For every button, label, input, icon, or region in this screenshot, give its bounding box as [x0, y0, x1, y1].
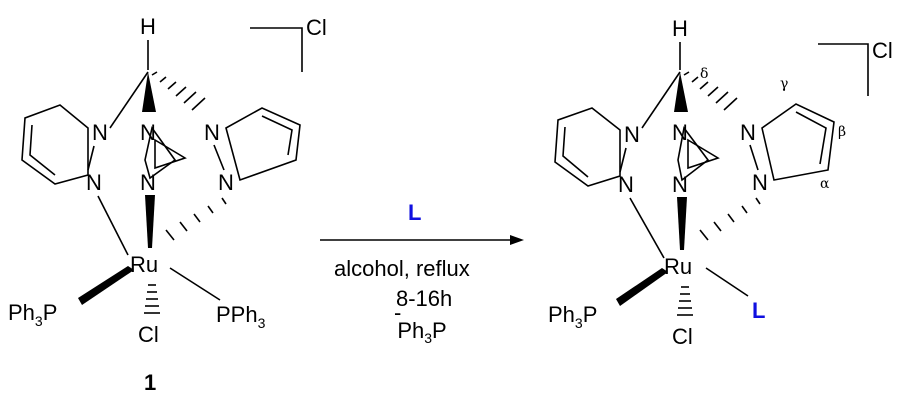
left-c-n-bond — [109, 71, 149, 129]
right-ring1-n1: N — [624, 122, 640, 147]
greek-gamma: γ — [780, 76, 788, 92]
left-hash-n-ru — [165, 197, 227, 241]
left-wedge-p-ru — [78, 266, 134, 305]
right-pyrazole-center — [677, 126, 710, 182]
right-n-ru-bond — [629, 197, 665, 259]
right-ring3-n2: N — [752, 170, 768, 195]
left-bracket — [250, 27, 303, 72]
left-pyrazole-left — [21, 104, 89, 185]
right-hash-ru-cl — [677, 286, 693, 316]
right-ring1-n2: N — [618, 172, 634, 197]
left-pyrazole-center — [144, 126, 177, 180]
right-cl-atom: Cl — [672, 324, 693, 349]
left-ring3-n1: N — [204, 120, 220, 145]
left-h-atom: H — [140, 14, 156, 39]
right-ring3-n1: N — [740, 120, 756, 145]
left-wedge-n-ru — [145, 195, 155, 248]
right-ru-l-bond — [705, 267, 749, 297]
reaction-arrow-group: L alcohol, reflux 8-16h -Ph3P — [320, 200, 524, 346]
condition-solvent: alcohol, reflux — [334, 256, 470, 281]
left-complex: H Cl N N N N N N — [8, 14, 327, 395]
left-ring2-n2: N — [140, 170, 156, 195]
left-pyrazole-right — [225, 107, 301, 182]
left-counter-cl: Cl — [306, 15, 327, 40]
right-ru-atom: Ru — [664, 254, 692, 279]
right-hash-right — [683, 71, 738, 111]
left-pph3: PPh3 — [216, 302, 266, 331]
left-ph3p: Ph3P — [8, 300, 57, 329]
right-pyrazole-right — [761, 103, 835, 181]
greek-alpha: α — [820, 176, 830, 192]
right-ligand-l: L — [752, 298, 765, 323]
condition-time: 8-16h — [396, 286, 452, 311]
greek-beta: β — [838, 124, 846, 140]
right-wedge-p-ru — [616, 268, 668, 306]
byproduct-ph3p: -Ph3P — [394, 300, 447, 346]
greek-delta: δ — [700, 66, 708, 82]
arrowhead — [510, 235, 524, 245]
left-cl-atom: Cl — [138, 322, 159, 347]
right-bracket — [818, 43, 869, 96]
right-pyrazole-left — [554, 107, 621, 187]
right-complex: H Cl δ γ β α N N N N N N — [548, 16, 893, 349]
right-hash-n-ru — [699, 197, 761, 241]
right-h-atom: H — [672, 16, 688, 41]
right-wedge-center — [674, 72, 688, 112]
right-ring2-n1: N — [672, 120, 688, 145]
left-n-ru-bond — [97, 195, 129, 256]
arrow-reagent-l: L — [408, 200, 421, 225]
left-ru-atom: Ru — [130, 252, 158, 277]
left-hash-ru-cl — [144, 284, 160, 314]
left-ring3-n2: N — [218, 170, 234, 195]
left-ring1-n2: N — [86, 170, 102, 195]
left-ru-p-bond — [169, 267, 221, 301]
right-ring2-n2: N — [672, 172, 688, 197]
right-ph3p: Ph3P — [548, 302, 597, 331]
compound-number: 1 — [144, 370, 156, 395]
left-ring2-n1: N — [140, 120, 156, 145]
left-ring1-n1: N — [92, 120, 108, 145]
left-hash-right — [151, 71, 206, 111]
right-counter-cl: Cl — [872, 38, 893, 63]
left-wedge-center — [142, 72, 156, 112]
